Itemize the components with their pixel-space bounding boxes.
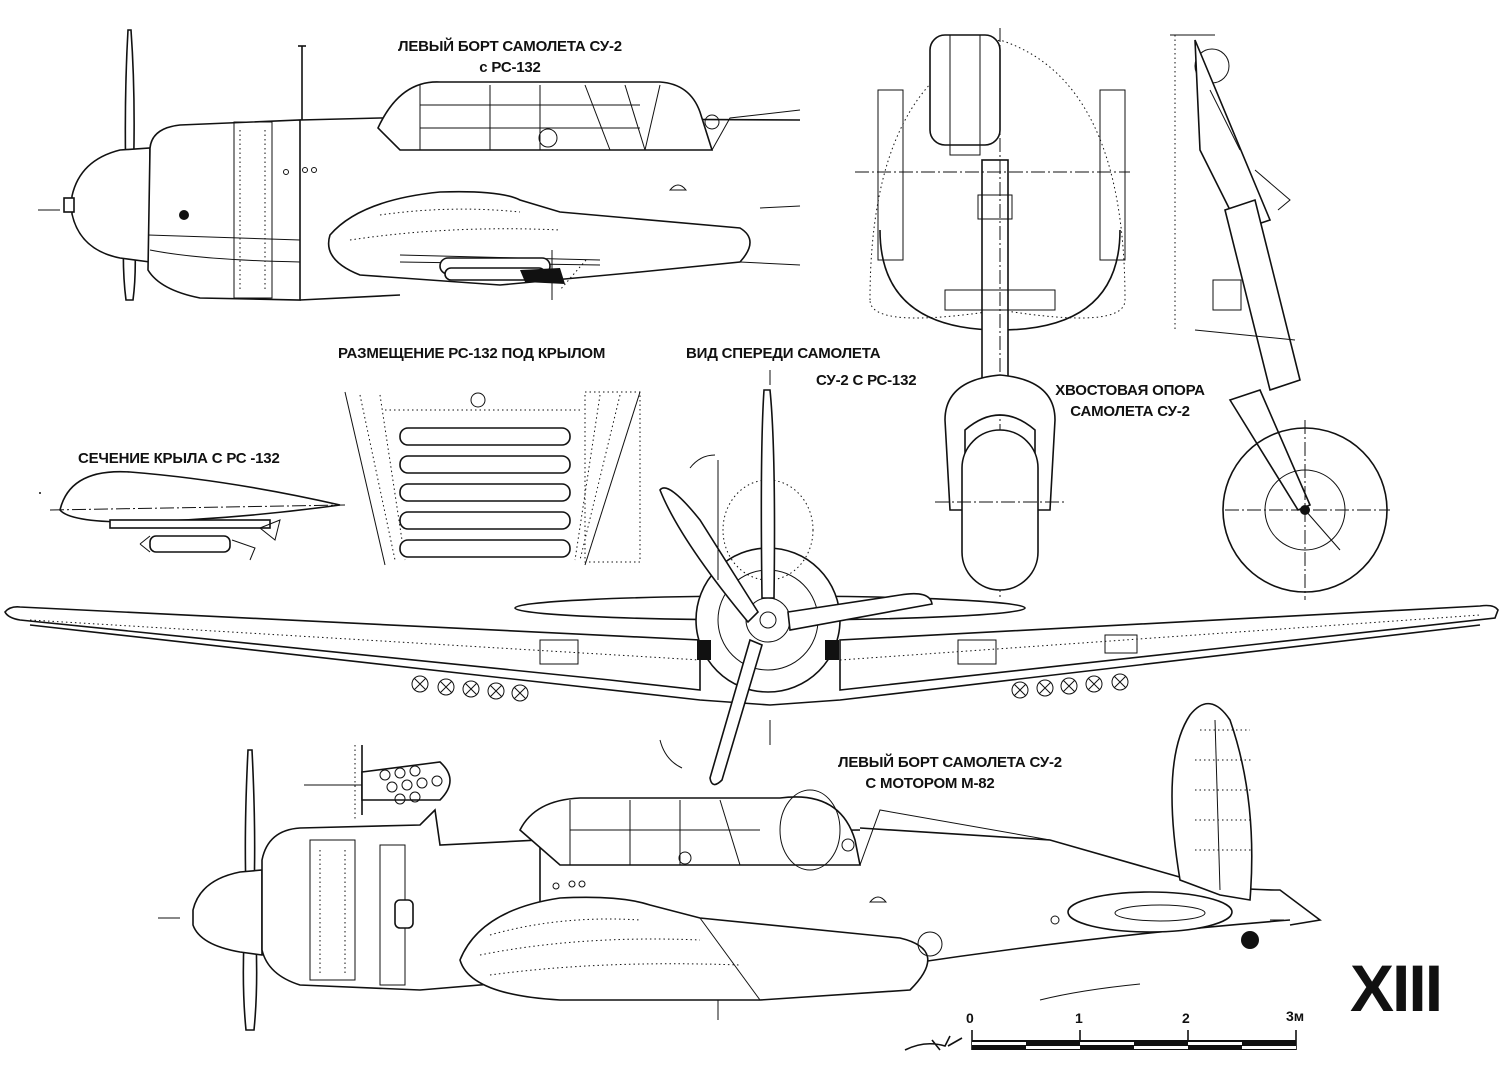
tail-strut — [1224, 198, 1301, 392]
top-view-title: ЛЕВЫЙ БОРТ САМОЛЕТА СУ-2 с РС-132 — [360, 36, 660, 78]
propeller-blade — [244, 749, 256, 891]
left-rocket-group — [411, 675, 529, 702]
wing-section-title: СЕЧЕНИЕ КРЫЛА С РС -132 — [78, 450, 280, 467]
scale-tick-label: 1 — [1075, 1010, 1083, 1026]
engine-cowling — [147, 119, 301, 301]
tail-gear-title: ХВОСТОВАЯ ОПОРА САМОЛЕТА СУ-2 — [1040, 380, 1220, 422]
top-view-title-line1: ЛЕВЫЙ БОРТ САМОЛЕТА СУ-2 — [398, 38, 622, 55]
rocket-launcher-cluster — [361, 761, 451, 801]
main-landing-gear-front — [855, 28, 1130, 600]
canopy-frame — [377, 81, 714, 151]
top-side-view-aircraft — [38, 29, 801, 301]
spinner — [71, 147, 151, 263]
tail-gear-diagram — [1170, 34, 1390, 600]
wing-root — [459, 896, 929, 1001]
scale-tick-label: 3м — [1286, 1008, 1305, 1024]
tail-gear-title-line1: ХВОСТОВАЯ ОПОРА — [1055, 382, 1205, 399]
underwing-rocket-layout — [344, 391, 641, 566]
main-wheel — [961, 429, 1039, 591]
rocket-rack — [399, 427, 571, 558]
wing-root — [327, 190, 751, 286]
front-wing — [4, 606, 701, 691]
horizontal-stabilizer — [1067, 891, 1233, 933]
scale-tick-label: 0 — [966, 1010, 974, 1026]
front-view-title-line1: ВИД СПЕРЕДИ САМОЛЕТА — [686, 345, 881, 362]
bottom-side-view-aircraft — [158, 702, 1322, 1031]
underwing-layout-title: РАЗМЕЩЕНИЕ РС-132 ПОД КРЫЛОМ — [338, 345, 606, 362]
front-view-title-line2: СУ-2 С РС-132 — [816, 372, 917, 389]
scale-tick-label: 2 — [1182, 1010, 1190, 1026]
vertical-tail — [1171, 702, 1253, 901]
retraction-mechanism — [929, 34, 1001, 146]
front-view-aircraft — [4, 370, 1499, 786]
gear-strut — [981, 159, 1009, 381]
front-propeller — [760, 389, 776, 599]
scale-bar — [904, 1030, 1297, 1051]
right-rocket-group — [1011, 673, 1129, 699]
signature-mark — [904, 1035, 963, 1051]
canopy-frame — [519, 796, 861, 866]
bottom-view-title-line1: ЛЕВЫЙ БОРТ САМОЛЕТА СУ-2 — [838, 754, 1062, 771]
front-view-title: ВИД СПЕРЕДИ САМОЛЕТА СУ-2 С РС-132 — [686, 343, 917, 391]
plate-number: XIII — [1350, 951, 1443, 1025]
airfoil — [59, 470, 341, 523]
gear-fork — [944, 374, 1056, 511]
bottom-view-title: ЛЕВЫЙ БОРТ САМОЛЕТА СУ-2 С МОТОРОМ М-82 — [815, 752, 1085, 794]
top-view-title-line2: с РС-132 — [479, 59, 541, 76]
tail-gear-title-line2: САМОЛЕТА СУ-2 — [1070, 403, 1190, 420]
spinner — [192, 869, 263, 956]
bottom-view-title-line2: С МОТОРОМ М-82 — [865, 775, 995, 792]
wing-section-diagram — [39, 470, 346, 561]
